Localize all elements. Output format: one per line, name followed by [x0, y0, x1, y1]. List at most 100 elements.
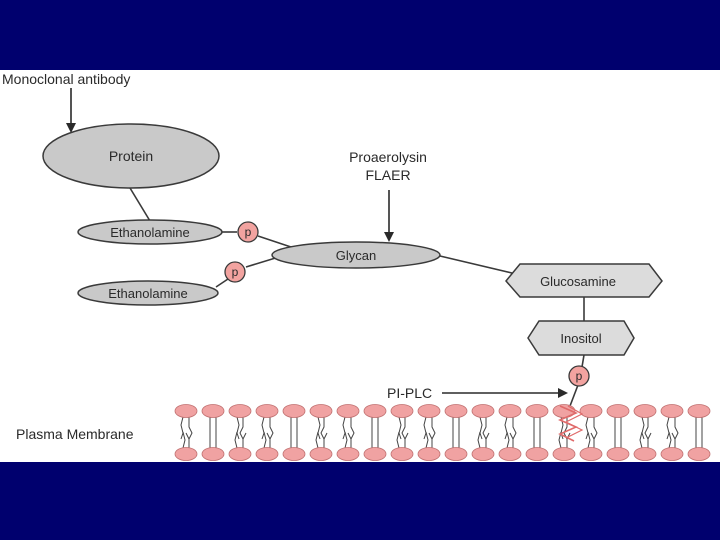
- lipid-head-upper: [525, 404, 549, 418]
- lipid-head-upper: [444, 404, 468, 418]
- lipid-tail-lower: [639, 431, 652, 449]
- lipid-tail-lower: [315, 431, 328, 449]
- lipid-tail-upper: [641, 416, 649, 440]
- lipid-head-lower: [174, 447, 198, 461]
- ethanolamine-node-top: Ethanolamine: [77, 219, 223, 245]
- lipid-tail-lower: [263, 431, 271, 449]
- lipid-tail-lower: [344, 431, 352, 449]
- lipid-head-lower: [606, 447, 630, 461]
- proaerolysin-label: Proaerolysin: [349, 149, 427, 165]
- lipid-tail-lower: [533, 432, 541, 448]
- lipid-tail-lower: [587, 431, 595, 449]
- gpi-lipid-tails-2: [564, 405, 584, 439]
- lipid-head-lower: [228, 447, 252, 461]
- lipid-head-lower: [363, 447, 387, 461]
- pi-plc-label: PI-PLC: [387, 385, 432, 401]
- lipid-tail-upper: [209, 417, 217, 439]
- lipid-tail-upper: [533, 417, 541, 439]
- lipid-tail-upper: [695, 417, 703, 439]
- lipid-head-lower: [498, 447, 522, 461]
- phosphate-node-1: p: [237, 221, 259, 243]
- inositol-label: Inositol: [560, 331, 601, 346]
- monoclonal-antibody-label: Monoclonal antibody: [2, 71, 130, 87]
- lipid-head-lower: [525, 447, 549, 461]
- lipid-head-lower: [444, 447, 468, 461]
- ethanolamine-phosphate-link-bottom: [215, 278, 229, 288]
- lipid-head-upper: [633, 404, 657, 418]
- glucosamine-label: Glucosamine: [540, 274, 616, 289]
- lipid-tail-lower: [290, 432, 298, 448]
- lipid-head-lower: [255, 447, 279, 461]
- lipid-tail-lower: [396, 431, 409, 449]
- lipid-tail-upper: [342, 416, 355, 440]
- lipid-head-upper: [228, 404, 252, 418]
- connector-lines: [129, 187, 585, 407]
- glycan-label: Glycan: [336, 248, 376, 263]
- phosphate-label-1: p: [245, 225, 252, 239]
- lipid-tail-upper: [398, 416, 406, 440]
- lipid-head-upper: [174, 404, 198, 418]
- lipid-head-upper: [687, 404, 711, 418]
- phosphate-node-3: p: [568, 365, 590, 387]
- inositol-node: Inositol: [527, 320, 635, 356]
- phosphate-node-2: p: [224, 261, 246, 283]
- lipid-head-lower: [417, 447, 441, 461]
- protein-ethanolamine-link: [129, 187, 151, 222]
- lipid-tail-upper: [180, 416, 193, 440]
- lipid-head-upper: [201, 404, 225, 418]
- lipid-head-lower: [336, 447, 360, 461]
- lipid-tail-lower: [506, 431, 514, 449]
- lipid-tail-lower: [371, 432, 379, 448]
- lipid-head-upper: [579, 404, 603, 418]
- lipid-head-upper: [498, 404, 522, 418]
- lipid-tail-lower: [477, 431, 490, 449]
- lipid-tail-upper: [479, 416, 487, 440]
- lipid-tail-lower: [182, 431, 190, 449]
- lipid-tail-upper: [290, 417, 298, 439]
- glycan-node: Glycan: [271, 241, 441, 269]
- lipid-tail-upper: [452, 417, 460, 439]
- inositol-phosphate-link: [581, 354, 585, 368]
- lipid-tail-lower: [668, 431, 676, 449]
- lipid-head-lower: [201, 447, 225, 461]
- lipid-head-lower: [390, 447, 414, 461]
- flaer-label: FLAER: [365, 167, 410, 183]
- lipid-head-lower: [660, 447, 684, 461]
- lipid-head-upper: [417, 404, 441, 418]
- protein-node: Protein: [42, 123, 220, 189]
- phosphate-label-3: p: [576, 369, 583, 383]
- ethanolamine-node-bottom: Ethanolamine: [77, 280, 219, 306]
- lipid-head-lower: [282, 447, 306, 461]
- phosphate-membrane-link: [569, 384, 579, 407]
- lipid-head-upper: [660, 404, 684, 418]
- lipid-tail-upper: [585, 416, 598, 440]
- lipid-head-lower: [687, 447, 711, 461]
- lipid-head-upper: [336, 404, 360, 418]
- gpi-anchor-diagram: Monoclonal antibody Proaerolysin FLAER P…: [2, 71, 711, 461]
- protein-label: Protein: [109, 148, 153, 164]
- glycan-glucosamine-link: [439, 255, 517, 275]
- lipid-tail-upper: [261, 416, 274, 440]
- diagram-panel: Monoclonal antibody Proaerolysin FLAER P…: [0, 70, 720, 462]
- lipid-tail-lower: [614, 432, 622, 448]
- lipid-tail-upper: [236, 416, 244, 440]
- plasma-membrane-label: Plasma Membrane: [16, 426, 134, 442]
- ethanolamine-label-top: Ethanolamine: [110, 225, 190, 240]
- lipid-head-upper: [282, 404, 306, 418]
- lipid-head-lower: [471, 447, 495, 461]
- glucosamine-node: Glucosamine: [505, 263, 663, 298]
- lipid-tail-lower: [452, 432, 460, 448]
- lipid-head-upper: [363, 404, 387, 418]
- phosphate-label-2: p: [232, 265, 239, 279]
- lipid-tail-lower: [695, 432, 703, 448]
- lipid-tail-lower: [425, 431, 433, 449]
- ethanolamine-label-bottom: Ethanolamine: [108, 286, 188, 301]
- lipid-head-upper: [606, 404, 630, 418]
- lipid-head-lower: [552, 447, 576, 461]
- lipid-head-lower: [633, 447, 657, 461]
- lipid-tail-upper: [371, 417, 379, 439]
- lipid-tail-upper: [666, 416, 679, 440]
- lipid-head-lower: [309, 447, 333, 461]
- lipid-tail-upper: [504, 416, 517, 440]
- lipid-tail-lower: [234, 431, 247, 449]
